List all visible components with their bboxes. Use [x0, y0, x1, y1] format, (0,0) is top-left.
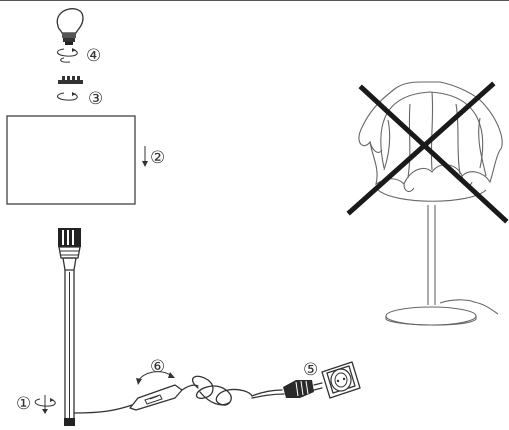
inline-switch	[129, 384, 183, 411]
step-1-label: ①	[16, 394, 31, 414]
step-4-label: ④	[86, 46, 101, 66]
lamp-socket	[58, 228, 81, 271]
down-arrow-icon	[142, 146, 148, 167]
lamp-stem	[64, 269, 75, 426]
coiled-cable	[181, 375, 285, 406]
light-bulb-icon	[56, 8, 84, 45]
step-2-label: ②	[150, 148, 165, 168]
step-6-label: ⑥	[150, 357, 165, 377]
power-plug	[283, 380, 323, 398]
screw-rotation-icon	[57, 92, 78, 101]
lampshade	[6, 115, 136, 205]
step-3-label: ③	[88, 89, 103, 109]
wall-outlet-icon	[321, 361, 361, 399]
screw-rotation-icon	[57, 48, 78, 63]
power-cable	[73, 404, 133, 414]
step-5-label: ⑤	[303, 360, 318, 380]
covered-lamp-illustration	[358, 81, 503, 326]
switch-toggle-arrow-icon	[136, 371, 175, 385]
screw-rotation-icon	[34, 395, 56, 414]
prohibited-cross-icon	[346, 81, 509, 224]
ring-nut-icon	[58, 76, 83, 84]
